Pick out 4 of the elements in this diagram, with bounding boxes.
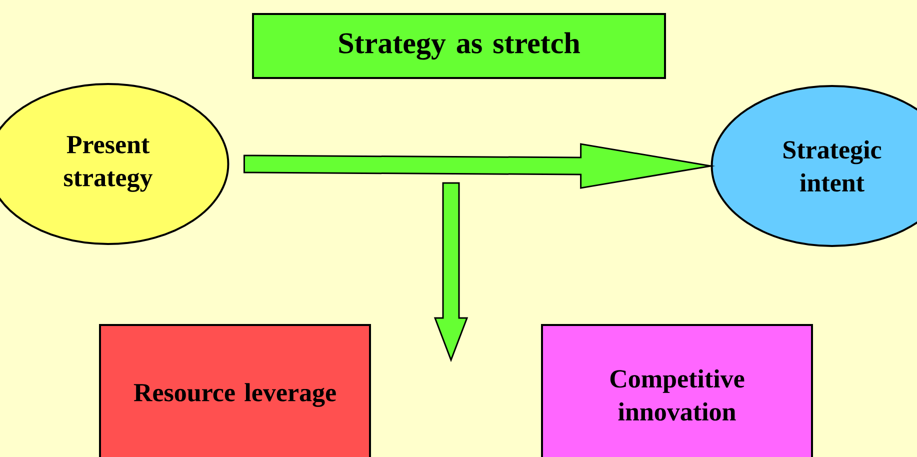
concept-box: Resource leverage [99,324,371,457]
concept-box: Competitive innovation [541,324,813,457]
block-arrow [243,143,716,189]
title-box: Strategy as stretch [252,13,666,79]
